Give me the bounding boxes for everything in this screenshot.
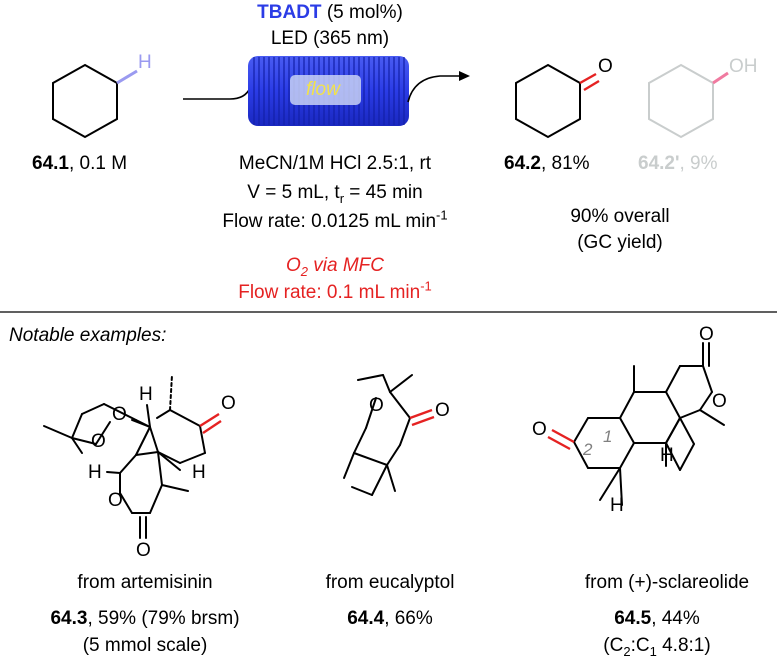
example-3-note: (C2:C1 4.8:1) <box>557 635 757 658</box>
conditions-volume: V = 5 mL, tr = 45 min <box>200 182 470 205</box>
position-1-label: 1 <box>603 427 613 446</box>
example-2-yield-text: , 66% <box>384 608 433 629</box>
o2-via: via MFC <box>308 255 384 276</box>
art-h-top: H <box>139 384 153 405</box>
overall-yield-note: (GC yield) <box>577 232 663 253</box>
residence-subscript: r <box>339 190 345 206</box>
side-oh-atom: OH <box>729 56 758 77</box>
substrate-id: 64.1 <box>32 153 69 174</box>
overall-yield: 90% overall <box>570 206 670 227</box>
example-3-yield-text: , 44% <box>651 608 700 629</box>
example-3-yield: 64.5, 44% <box>557 609 757 628</box>
side-product-cyclohexanol <box>648 63 714 139</box>
o2-feed: O2 via MFC <box>200 255 470 278</box>
conditions-volume-text: V = 5 mL, t <box>247 182 340 203</box>
scl-h-top: H <box>660 445 674 466</box>
o2-flow-rate-text: Flow rate: 0.1 mL min <box>238 282 421 303</box>
product-id: 64.2 <box>504 153 541 174</box>
scl-h-bottom: H <box>610 495 624 516</box>
o2-flow-rate: Flow rate: 0.1 mL min-1 <box>200 280 470 303</box>
example-2-id: 64.4 <box>347 608 385 629</box>
conditions-flow-rate: Flow rate: 0.0125 mL min-1 <box>200 209 470 232</box>
art-o-peroxide-2: O <box>91 431 106 452</box>
euc-o-ketone: O <box>435 400 450 421</box>
light-source: LED (365 nm) <box>270 28 390 49</box>
side-id: 64.2' <box>638 153 680 174</box>
art-o-ketone: O <box>221 393 236 414</box>
product-co-bond-a <box>579 72 597 85</box>
art-h-right: H <box>192 462 206 483</box>
scl-o-ketone: O <box>532 419 547 440</box>
ratio-sub-1: 1 <box>649 643 657 659</box>
artemisinin-ketone-bond-b <box>202 420 222 434</box>
art-o-peroxide-1: O <box>112 404 127 425</box>
euc-o-bridge: O <box>369 395 384 416</box>
example-1-id: 64.3 <box>50 608 88 629</box>
reactor-label: flow <box>306 79 340 100</box>
product-cyclohexanone <box>515 63 581 139</box>
o2-symbol: O <box>285 255 301 276</box>
substrate-h-atom: H <box>138 52 152 73</box>
artemisinin-ketone-bond-a <box>199 412 220 428</box>
product-co-bond-b <box>583 79 600 92</box>
examples-heading: Notable examples: <box>9 325 167 346</box>
example-1-yield-text: , 59% (79% brsm) <box>87 608 240 629</box>
ratio-sub-2: 2 <box>623 643 631 659</box>
flow-reactor-coil <box>248 56 409 126</box>
arrow-head <box>459 71 470 81</box>
product-o-atom: O <box>598 56 613 77</box>
sclareolide-ketone-bond-b <box>547 435 571 451</box>
eucalyptol-ketone-bond-a <box>409 408 433 420</box>
scl-o-lactone-ring: O <box>712 391 727 412</box>
product-yield: , 81% <box>540 153 590 174</box>
substrate-label: 64.1, 0.1 M <box>32 154 127 173</box>
example-1-note: (5 mmol scale) <box>82 635 208 656</box>
reactor-outlet-arrow <box>407 75 460 103</box>
position-2-label: 2 <box>583 440 593 459</box>
ratio-value: 4.8:1) <box>656 635 711 656</box>
catalyst-loading: (5 mol%) <box>321 2 403 23</box>
example-3-id: 64.5 <box>614 608 652 629</box>
side-yield: , 9% <box>679 153 718 174</box>
art-h-left: H <box>88 462 102 483</box>
ratio-open: (C <box>603 635 624 656</box>
example-3-source: from (+)-sclareolide <box>584 572 750 593</box>
ratio-mid: :C <box>630 635 650 656</box>
sclareolide-ketone-bond-a <box>551 428 575 444</box>
artemisinin-derivative-structure <box>43 374 206 539</box>
o2-flow-rate-exponent: -1 <box>420 278 432 294</box>
example-1-source: from artemisinin <box>77 572 213 593</box>
eucalyptol-derivative-structure <box>343 374 413 496</box>
scl-o-lactone-carbonyl: O <box>699 324 714 345</box>
art-o-lactone: O <box>136 540 151 561</box>
catalyst-name: TBADT <box>257 2 322 23</box>
catalyst-line: TBADT (5 mol%) <box>250 3 410 22</box>
product-label: 64.2, 81% <box>504 154 590 173</box>
residence-time: = 45 min <box>344 182 423 203</box>
eucalyptol-ketone-bond-b <box>411 415 435 427</box>
side-product-label: 64.2', 9% <box>638 154 718 173</box>
art-o-ring: O <box>108 490 123 511</box>
substrate-cyclohexane <box>52 63 118 139</box>
example-2-source: from eucalyptol <box>325 572 455 593</box>
substrate-conc: , 0.1 M <box>68 153 128 174</box>
example-1-yield: 64.3, 59% (79% brsm) <box>10 609 280 628</box>
substrate-ch-bond <box>116 69 138 85</box>
flow-rate-text: Flow rate: 0.0125 mL min <box>222 211 437 232</box>
side-co-bond <box>712 71 729 85</box>
conditions-solvent: MeCN/1M HCl 2.5:1, rt <box>238 153 432 174</box>
o2-subscript: 2 <box>300 263 308 279</box>
flow-rate-exponent: -1 <box>436 207 448 223</box>
sclareolide-derivative-structure <box>573 342 725 506</box>
reactor-inlet-line <box>183 87 251 100</box>
example-2-yield: 64.4, 66% <box>290 609 490 628</box>
